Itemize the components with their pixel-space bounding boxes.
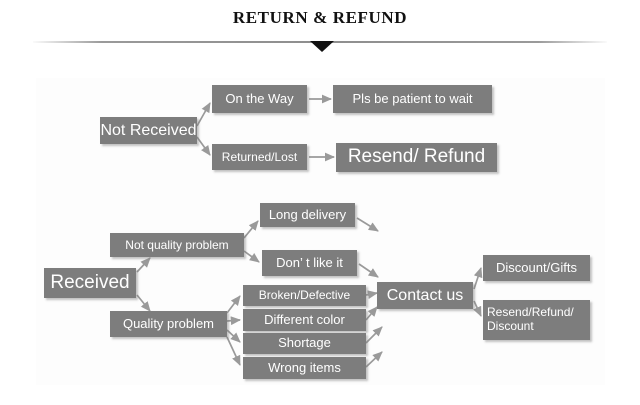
- node-wrong-items[interactable]: Wrong items: [243, 357, 366, 379]
- node-long-delivery[interactable]: Long delivery: [260, 203, 355, 227]
- node-dont-like-it[interactable]: Don’ t like it: [262, 250, 357, 276]
- node-not-received[interactable]: Not Received: [100, 117, 197, 144]
- node-pls-be-patient-to-wait[interactable]: Pls be patient to wait: [333, 85, 492, 113]
- node-on-the-way[interactable]: On the Way: [212, 85, 307, 113]
- node-different-color[interactable]: Different color: [243, 309, 366, 331]
- node-resend-refund-discount[interactable]: Resend/Refund/ Discount: [483, 300, 590, 340]
- node-quality-problem[interactable]: Quality problem: [110, 311, 227, 337]
- node-discount-gifts[interactable]: Discount/Gifts: [483, 255, 590, 281]
- node-received[interactable]: Received: [44, 268, 136, 298]
- node-returned-lost[interactable]: Returned/Lost: [212, 144, 307, 170]
- node-contact-us[interactable]: Contact us: [377, 282, 473, 309]
- page-title: RETURN & REFUND: [232, 8, 408, 27]
- node-broken-defective[interactable]: Broken/Defective: [243, 285, 366, 306]
- triangle-down-icon: [310, 41, 334, 52]
- node-resend-refund[interactable]: Resend/ Refund: [336, 143, 497, 172]
- node-not-quality-problem[interactable]: Not quality problem: [110, 233, 244, 257]
- node-shortage[interactable]: Shortage: [243, 333, 366, 354]
